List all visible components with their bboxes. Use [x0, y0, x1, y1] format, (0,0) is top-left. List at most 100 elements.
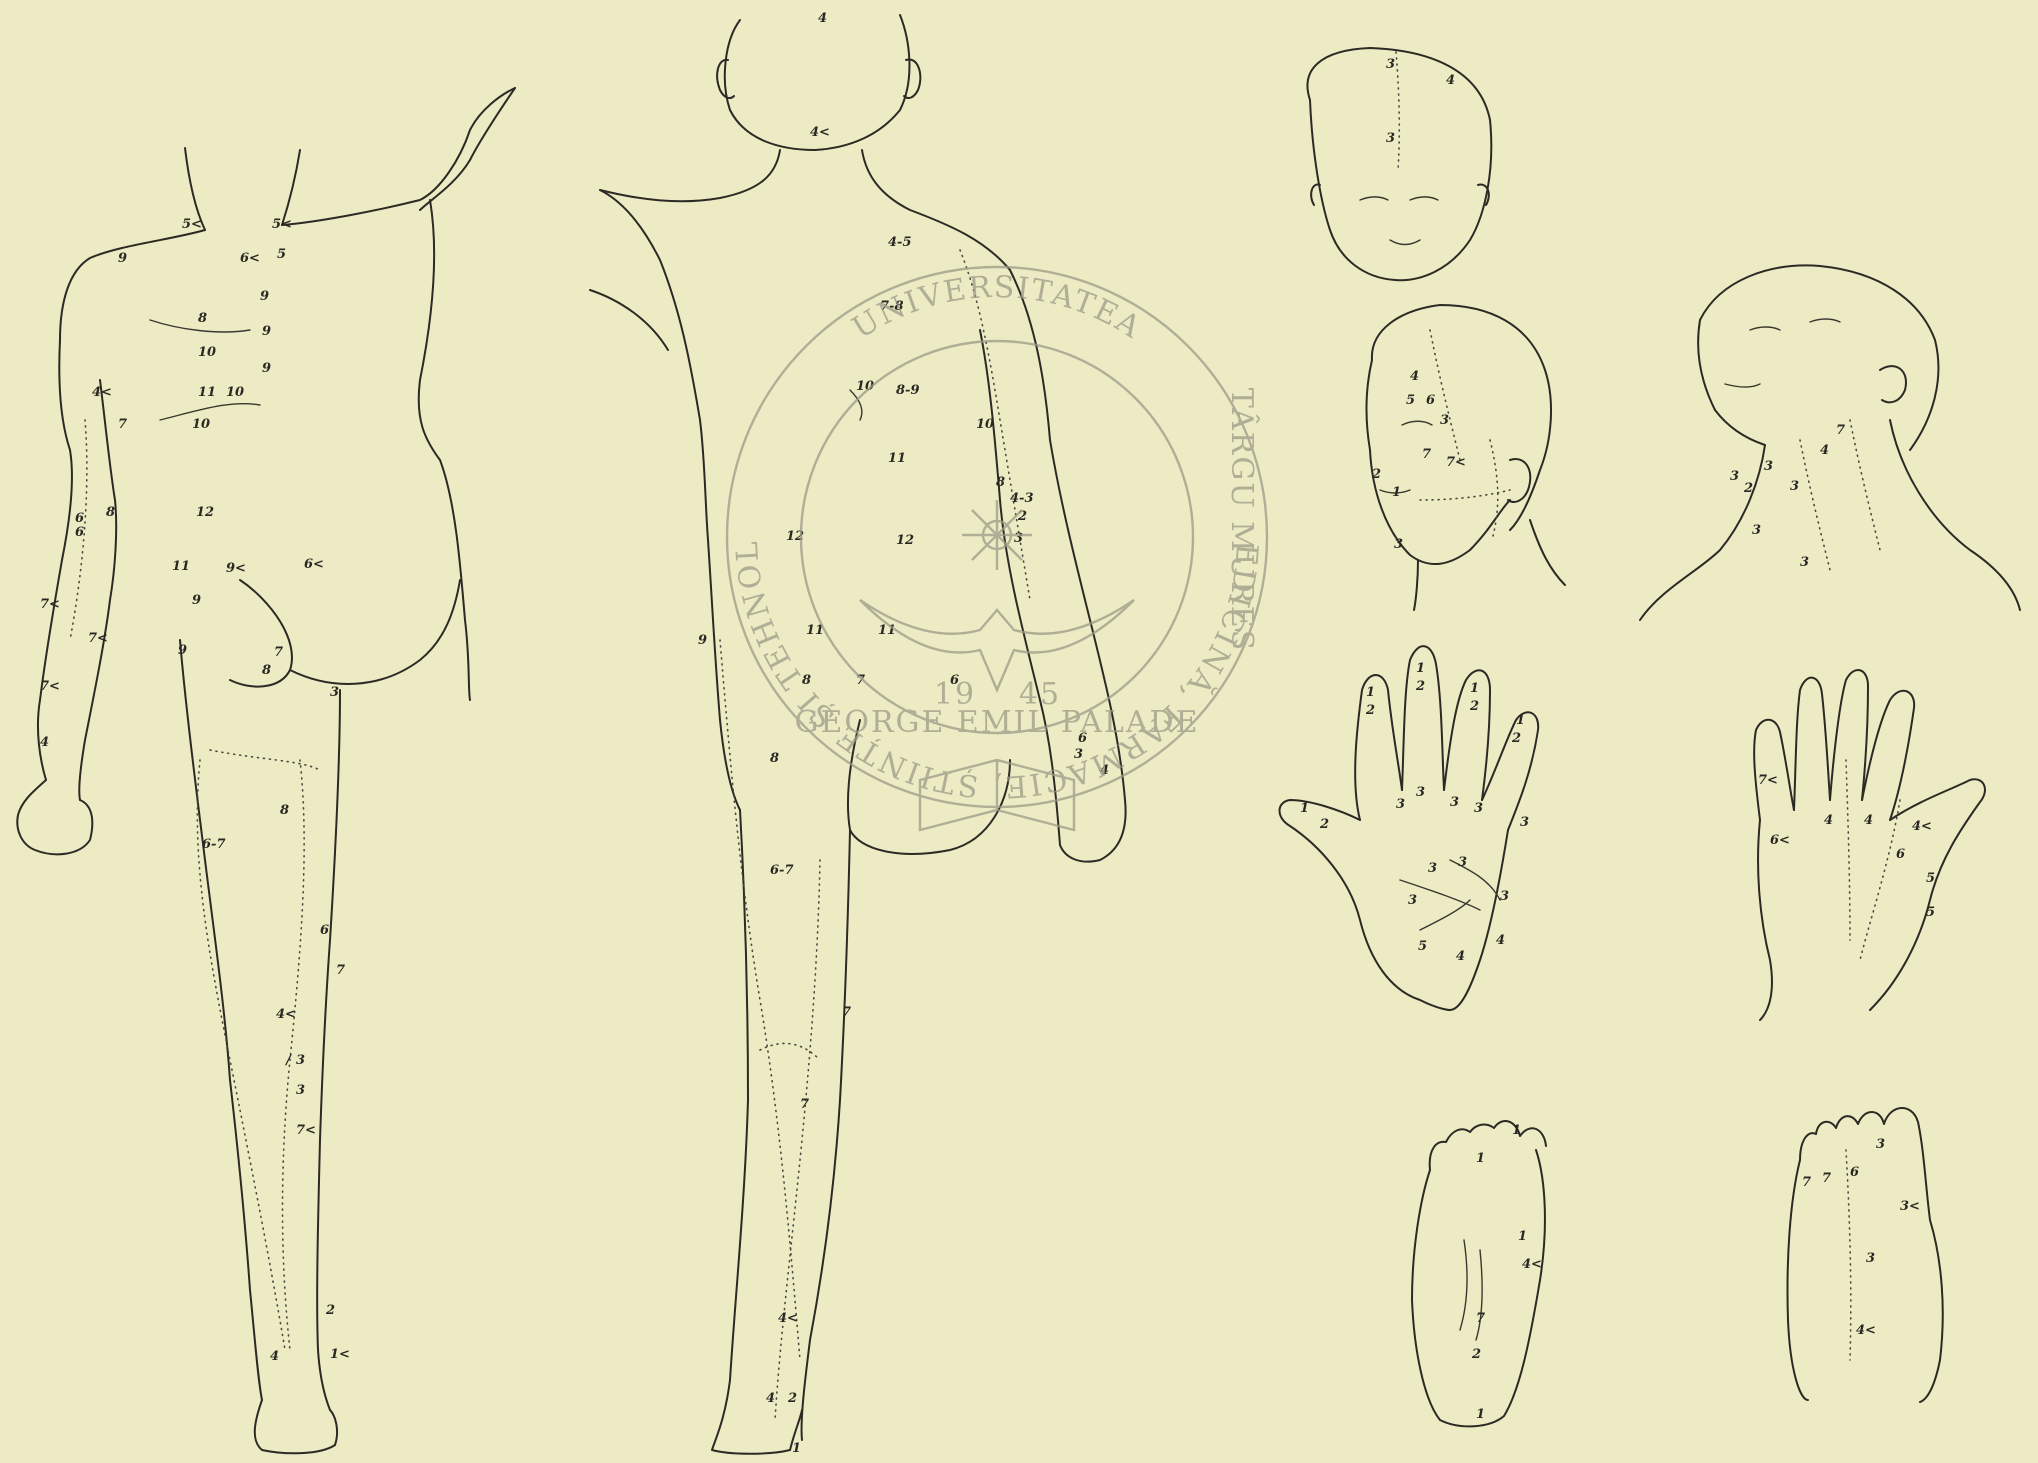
back-label-7: 11	[888, 451, 906, 466]
foot-top-label-3: 3	[1866, 1251, 1875, 1266]
front-label-28: 9	[178, 643, 187, 658]
front-label-14: 4<	[92, 385, 112, 400]
front-label-37: 3	[296, 1053, 305, 1068]
front-label-42: 4	[270, 1349, 279, 1364]
head-side-label-4: 6	[1426, 393, 1435, 408]
head-up-label-1: 3	[1730, 469, 1739, 484]
front-label-26: 6<	[304, 557, 324, 572]
back-label-10: 10	[976, 417, 994, 432]
palm-label-4: 2	[1415, 679, 1425, 694]
head-side-label-1: 4	[1410, 369, 1419, 384]
front-label-30: 7	[274, 645, 283, 660]
head-up-label-6: 3	[1790, 479, 1799, 494]
foot-top-label-1: 3	[1876, 1137, 1885, 1152]
palm-label-13: 3	[1450, 795, 1459, 810]
palm-label-2: 2	[1365, 703, 1375, 718]
palm-label-14: 3	[1474, 801, 1483, 816]
seal-top-text: UNIVERSITATEA	[846, 270, 1147, 346]
front-label-39: 7<	[296, 1123, 316, 1138]
front-label-2: 5<	[272, 217, 292, 232]
front-label-29: 8	[262, 663, 271, 678]
palm-label-16: 3	[1428, 861, 1437, 876]
front-label-19: 7<	[40, 597, 60, 612]
front-label-27: 9	[192, 593, 201, 608]
head-up-label-3: 3	[1764, 459, 1773, 474]
front-label-16: 6	[75, 511, 84, 526]
back-hand-label-5: 6	[1896, 847, 1905, 862]
foot-top-figure: 3 3< 3 7 7 6 4<	[1788, 1108, 1943, 1402]
palm-label-21: 5	[1418, 939, 1427, 954]
foot-top-label-7: 4<	[1856, 1323, 1876, 1338]
back-label-25: 6-7	[770, 863, 794, 878]
front-label-22: 4	[40, 735, 49, 750]
palm-label-9: 1	[1300, 801, 1309, 816]
seal-bottom-text: DE MEDICINĂ, FARMACIE, ȘTIINȚE ȘI TEHNOL…	[0, 0, 1264, 804]
front-label-23: 12	[196, 505, 214, 520]
foot-top-label-4: 7	[1802, 1175, 1811, 1190]
head-up-label-2: 4	[1820, 443, 1829, 458]
foot-top-label-2: 3<	[1900, 1199, 1920, 1214]
sole-figure: 1 1 1 4< 7 2 1	[1412, 1121, 1546, 1426]
palm-label-20: 4	[1496, 933, 1505, 948]
palm-label-15: 3	[1520, 815, 1529, 830]
palm-label-6: 2	[1469, 699, 1479, 714]
foot-top-label-5: 7	[1822, 1171, 1831, 1186]
sole-label-4: 4<	[1522, 1257, 1542, 1272]
back-hand-label-4: 4<	[1912, 819, 1932, 834]
front-label-24: 11	[172, 559, 190, 574]
palm-label-19: 3	[1500, 889, 1509, 904]
sole-label-2: 1	[1476, 1151, 1485, 1166]
head-side-label-2: 3	[1440, 413, 1449, 428]
palm-label-3: 1	[1416, 661, 1425, 676]
foot-top-label-6: 6	[1850, 1165, 1859, 1180]
palm-figure: 1 2 1 2 1 2 1 2 1 2 3 3 3 3 3 3 3 3 3 4 …	[1280, 646, 1539, 1010]
front-label-35: 7	[336, 963, 345, 978]
back-label-28: 4<	[778, 1311, 798, 1326]
back-label-29: 2	[787, 1391, 797, 1406]
head-top-label-2: 4	[1446, 73, 1455, 88]
sole-label-1: 1	[1512, 1123, 1521, 1138]
palm-label-5: 1	[1470, 681, 1479, 696]
front-label-43: /	[284, 1053, 292, 1068]
back-label-15: 9	[698, 633, 707, 648]
head-side-label-8: 7	[1422, 447, 1431, 462]
back-label-31: 1	[792, 1441, 801, 1456]
front-label-6: 9	[260, 289, 269, 304]
head-up-label-4: 7	[1836, 423, 1845, 438]
head-top-label-1: 3	[1386, 57, 1395, 72]
front-label-34: 6	[320, 923, 329, 938]
front-label-13: 10	[192, 417, 210, 432]
front-label-4: 6<	[240, 251, 260, 266]
head-side-label-5: 2	[1371, 467, 1381, 482]
head-up-label-7: 3	[1752, 523, 1761, 538]
back-hand-label-2: 4	[1824, 813, 1833, 828]
sole-label-3: 1	[1518, 1229, 1527, 1244]
palm-label-1: 1	[1366, 685, 1375, 700]
front-label-15: 7	[118, 417, 127, 432]
palm-label-11: 3	[1396, 797, 1405, 812]
front-label-36: 4<	[276, 1007, 296, 1022]
front-label-25: 9<	[226, 561, 246, 576]
head-side-label-9: 3	[1394, 537, 1403, 552]
head-side-label-6: 1	[1392, 485, 1401, 500]
front-label-5: 9	[118, 251, 127, 266]
front-label-9: 8	[198, 311, 207, 326]
front-label-21: 7<	[40, 679, 60, 694]
back-hand-figure: 6< 4 4 4< 6 5 5 7<	[1754, 670, 1985, 1020]
front-label-8: 9	[262, 361, 271, 376]
head-side-figure: 4 3 5 6 2 1 7< 7 3	[1366, 305, 1565, 610]
back-label-30: 4	[766, 1391, 775, 1406]
back-label-27: 7	[800, 1097, 809, 1112]
seal-year-left: 19	[934, 677, 976, 712]
front-label-18: 8	[106, 505, 115, 520]
palm-label-12: 3	[1416, 785, 1425, 800]
front-label-10: 10	[198, 345, 216, 360]
back-label-26: 7	[842, 1005, 851, 1020]
palm-label-22: 4	[1456, 949, 1465, 964]
seal-year-right: 45	[1019, 677, 1061, 712]
front-label-11: 11	[198, 385, 216, 400]
head-top-label-3: 3	[1386, 131, 1395, 146]
back-label-12: 4-3	[1010, 491, 1034, 506]
